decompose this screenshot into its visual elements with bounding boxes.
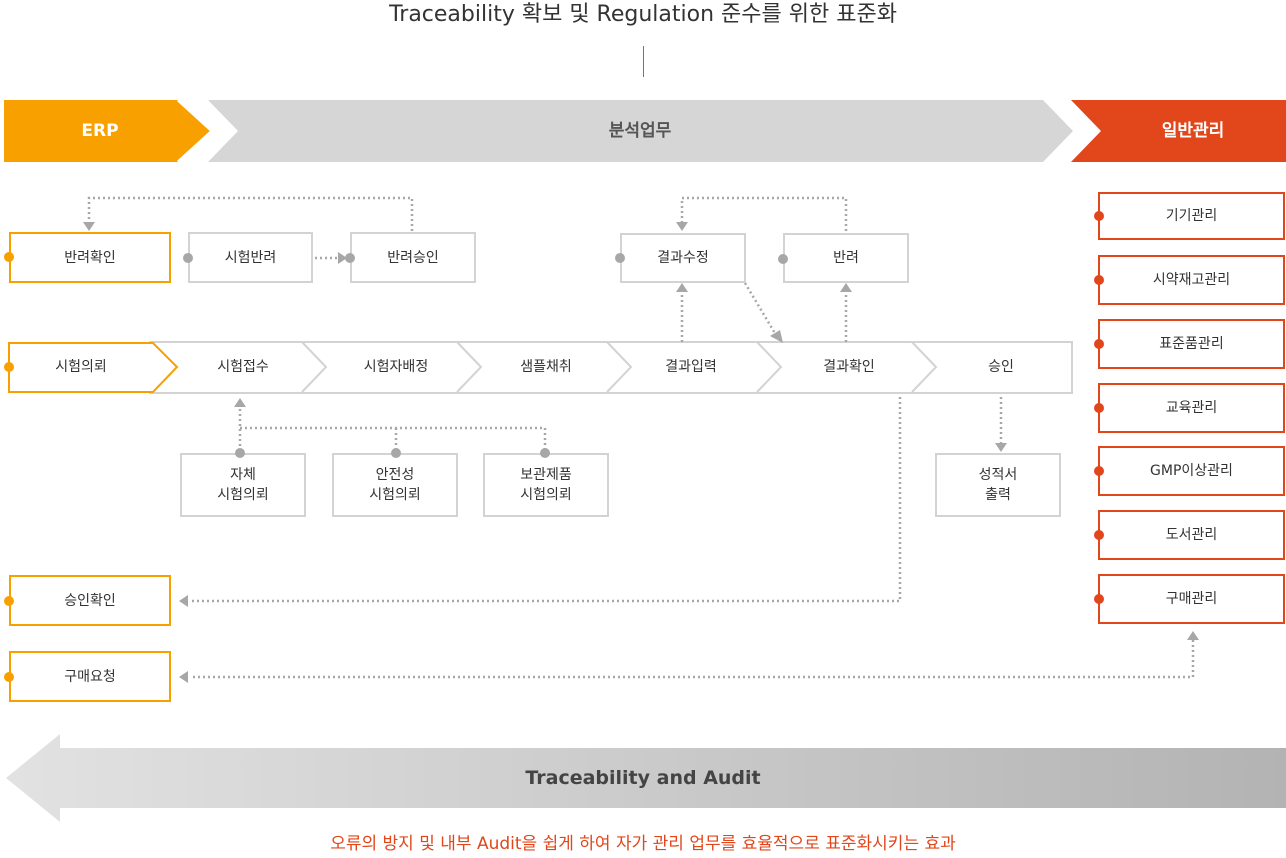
- sub-request-self[interactable]: 자체 시험의뢰: [180, 453, 306, 517]
- test-request-dot: [4, 362, 14, 372]
- sub-request-stability-dot: [391, 448, 401, 458]
- return-confirm-box[interactable]: 반려확인: [9, 232, 171, 283]
- result-edit-box[interactable]: 결과수정: [620, 233, 746, 283]
- return-label: 반려: [833, 250, 859, 266]
- general-item-reagent[interactable]: 시약재고관리: [1098, 255, 1285, 305]
- sub-request-self-dot: [235, 448, 245, 458]
- process-step-result-confirm[interactable]: 결과확인: [823, 359, 875, 375]
- erp-banner-label: ERP: [81, 121, 119, 141]
- audit-label: Traceability and Audit: [525, 767, 761, 789]
- return-box[interactable]: 반려: [783, 233, 909, 283]
- page-title: Traceability 확보 및 Regulation 준수를 위한 표준화: [389, 2, 897, 27]
- general-banner-label: 일반관리: [1161, 121, 1225, 141]
- general-item-label: 교육관리: [1165, 400, 1218, 416]
- general-item-label: GMP이상관리: [1150, 463, 1233, 479]
- test-request-label[interactable]: 시험의뢰: [55, 359, 107, 375]
- general-item-dot: [1094, 275, 1104, 285]
- general-item-standard[interactable]: 표준품관리: [1098, 319, 1285, 369]
- return-dot: [778, 254, 788, 264]
- general-item-dot: [1094, 211, 1104, 221]
- general-item-dot: [1094, 403, 1104, 413]
- general-item-label: 시약재고관리: [1152, 272, 1231, 288]
- approval-confirm-dot: [4, 596, 14, 606]
- result-edit-dot: [615, 253, 625, 263]
- general-item-dot: [1094, 339, 1104, 349]
- sub-request-retained-dot: [540, 448, 550, 458]
- process-step-reception[interactable]: 시험접수: [217, 359, 269, 375]
- return-confirm-dot: [4, 252, 14, 262]
- purchase-request-label: 구매요청: [64, 668, 116, 685]
- test-return-box[interactable]: 시험반려: [188, 232, 313, 283]
- general-item-label: 구매관리: [1165, 591, 1218, 607]
- return-approval-label: 반려승인: [387, 249, 439, 266]
- general-item-dot: [1094, 466, 1104, 476]
- purchase-request-dot: [4, 672, 14, 682]
- analysis-banner-label: 분석업무: [608, 121, 672, 141]
- process-step-sampling[interactable]: 샘플채취: [520, 359, 572, 375]
- general-item-gmp[interactable]: GMP이상관리: [1098, 446, 1285, 496]
- general-item-dot: [1094, 530, 1104, 540]
- approval-confirm-label: 승인확인: [64, 592, 116, 609]
- process-step-approval[interactable]: 승인: [988, 359, 1014, 375]
- general-item-label: 기기관리: [1165, 208, 1218, 224]
- return-confirm-label: 반려확인: [64, 249, 116, 266]
- report-print-box[interactable]: 성적서 출력: [935, 453, 1061, 517]
- general-item-equipment[interactable]: 기기관리: [1098, 192, 1285, 240]
- process-step-result-input[interactable]: 결과입력: [665, 359, 717, 375]
- general-item-education[interactable]: 교육관리: [1098, 383, 1285, 433]
- general-item-library[interactable]: 도서관리: [1098, 510, 1285, 560]
- general-item-dot: [1094, 594, 1104, 604]
- purchase-request-box[interactable]: 구매요청: [9, 651, 171, 702]
- sub-request-retained[interactable]: 보관제품 시험의뢰: [483, 453, 609, 517]
- approval-confirm-box[interactable]: 승인확인: [9, 575, 171, 626]
- result-edit-label: 결과수정: [657, 250, 709, 266]
- test-return-label: 시험반려: [224, 249, 277, 266]
- test-return-dot: [183, 253, 193, 263]
- return-approval-dot: [345, 253, 355, 263]
- sub-request-stability[interactable]: 안전성 시험의뢰: [332, 453, 458, 517]
- general-item-label: 표준품관리: [1159, 336, 1224, 352]
- general-item-purchase[interactable]: 구매관리: [1098, 574, 1285, 624]
- general-item-label: 도서관리: [1165, 527, 1218, 543]
- footer-text: 오류의 방지 및 내부 Audit을 쉽게 하여 자가 관리 업무를 효율적으로…: [330, 834, 956, 854]
- return-approval-box[interactable]: 반려승인: [350, 232, 476, 283]
- process-step-assign[interactable]: 시험자배정: [363, 359, 429, 375]
- title-divider: [643, 46, 644, 77]
